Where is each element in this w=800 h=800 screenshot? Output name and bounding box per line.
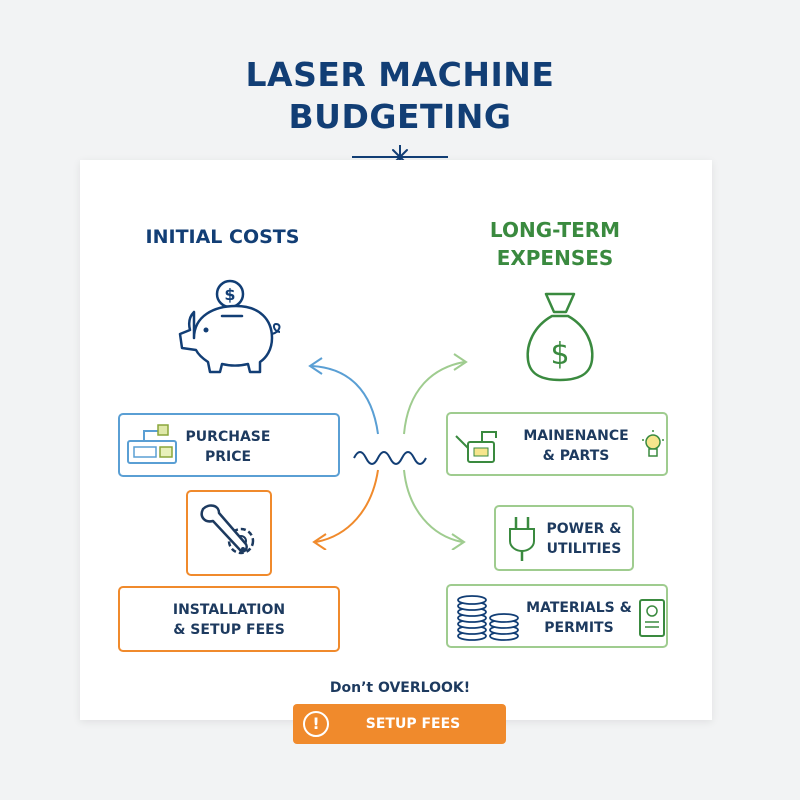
svg-text:$: $ [224,285,235,304]
alert-icon: ! [303,711,329,737]
materials-card[interactable]: MATERIALS & PERMITS [446,584,668,648]
setup-fees-label: SETUP FEES [365,716,461,732]
flow-arrows [308,353,468,550]
power-label: POWER & UTILITIES [546,521,622,557]
initial-costs-heading: INITIAL COSTS [145,226,300,248]
page-title: LASER MACHINE BUDGETING [0,54,800,138]
title-line-1: LASER MACHINE [245,55,555,94]
maintenance-card[interactable]: MAINENANCE & PARTS [446,412,668,476]
svg-text:$: $ [550,337,569,372]
wrench-gear-icon [200,504,255,555]
callout-text: Don’t OVERLOOK! [329,680,471,696]
long-term-heading-line-1: LONG-TERM [489,218,621,242]
money-bag-icon: $ [526,292,594,382]
permit-card-icon [639,599,665,637]
long-term-heading: LONG-TERM EXPENSES [445,216,665,272]
oil-can-icon [455,431,497,463]
long-term-heading-line-2: EXPENSES [496,246,614,270]
title-line-2: BUDGETING [288,97,512,136]
laser-machine-icon [127,424,177,464]
lightbulb-icon [642,430,664,457]
power-card[interactable]: POWER & UTILITIES [494,505,634,571]
coins-icon [457,595,519,641]
maintenance-label: MAINENANCE & PARTS [523,428,629,464]
materials-label: MATERIALS & PERMITS [526,600,632,636]
purchase-price-label: PURCHASE PRICE [185,429,271,465]
plug-icon [509,517,535,561]
squiggle-icon [353,451,427,465]
installation-icon-card [186,490,272,576]
piggy-bank-icon: $ [178,279,281,374]
installation-label: INSTALLATION & SETUP FEES [172,602,286,638]
setup-fees-button[interactable]: ! SETUP FEES [293,704,506,744]
title-divider [352,145,448,172]
installation-card[interactable]: INSTALLATION & SETUP FEES [118,586,340,652]
purchase-price-card[interactable]: PURCHASE PRICE [118,413,340,477]
